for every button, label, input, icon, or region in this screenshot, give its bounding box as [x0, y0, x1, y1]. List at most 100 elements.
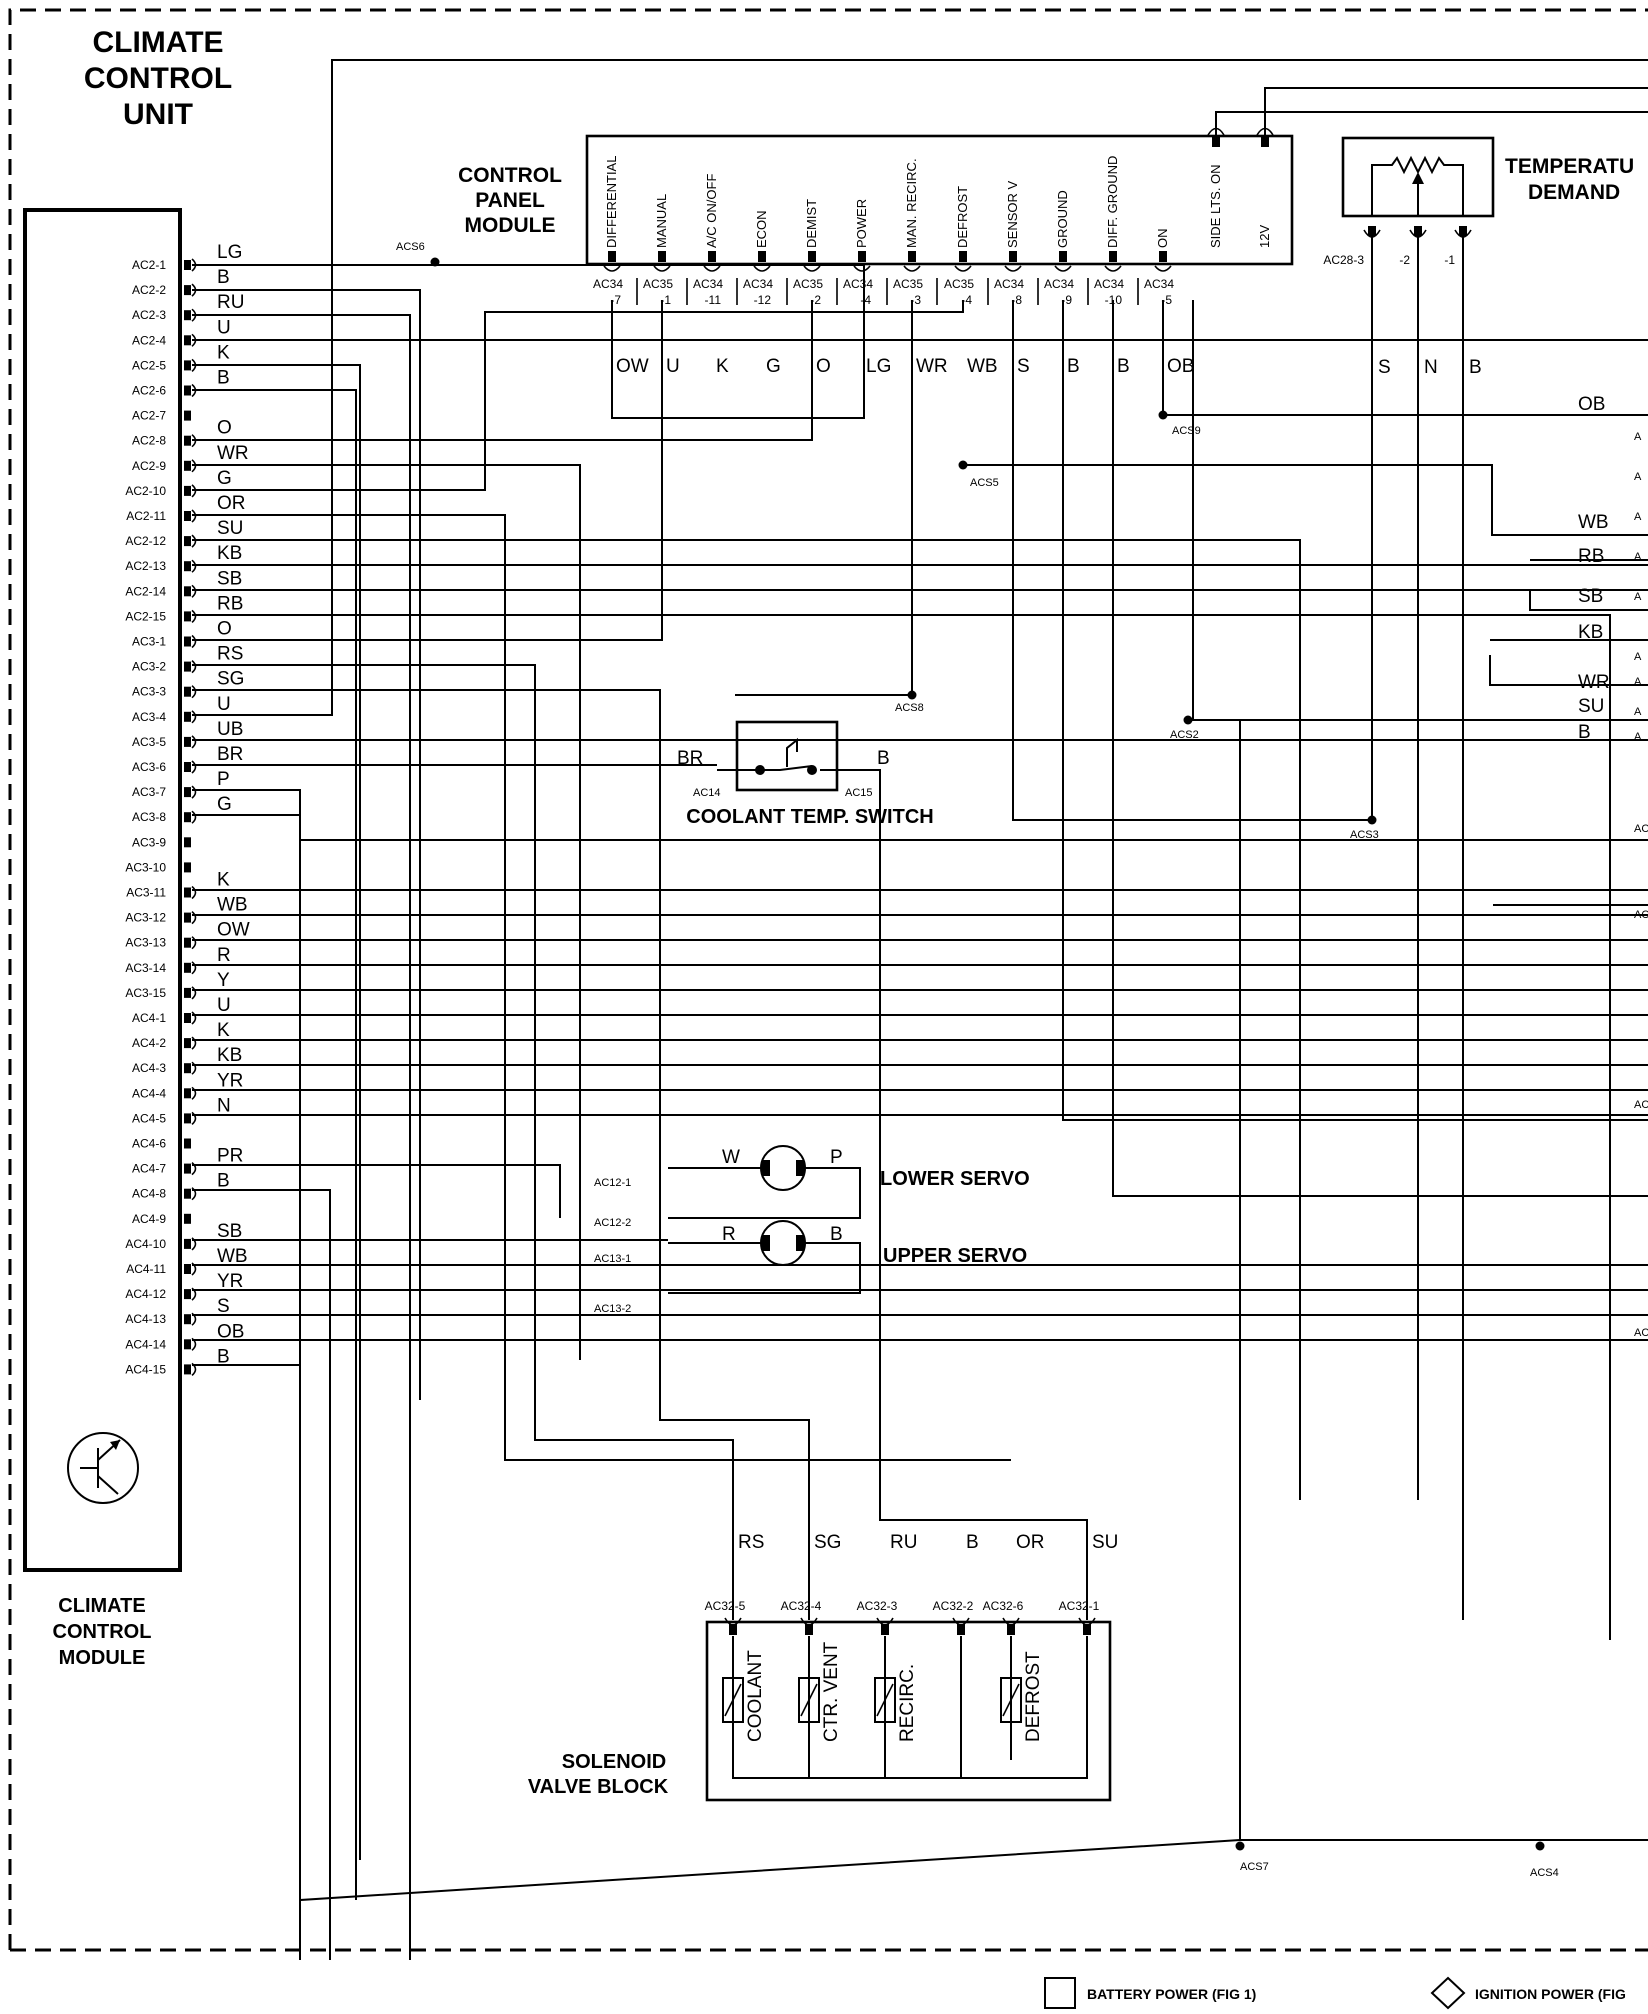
module-wire-label: WR — [217, 443, 249, 464]
module-pin-terminal — [184, 837, 191, 848]
coolant-temp-switch — [717, 720, 855, 792]
module-wire-label: OW — [217, 920, 250, 941]
module-pin-terminal — [184, 586, 191, 597]
module-pin-terminal — [184, 485, 191, 496]
right-edge-mark: A — [1634, 676, 1642, 688]
solenoid-pin-label: AC32-4 — [781, 1599, 822, 1613]
module-wire-label: KB — [217, 1045, 242, 1066]
module-pin-label: AC3-4 — [132, 710, 166, 724]
module-pin-label: AC3-9 — [132, 835, 166, 849]
module-wire-label: B — [217, 368, 230, 389]
temp-wire-label: N — [1424, 357, 1438, 378]
module-pin-terminal — [184, 962, 191, 973]
panel-connector-label: AC34 — [1094, 277, 1124, 291]
solenoid-terminal — [957, 1624, 965, 1635]
right-edge-mark: AC — [1634, 1099, 1648, 1111]
module-pin-terminal — [184, 912, 191, 923]
module-pin-terminal — [184, 360, 191, 371]
module-wire-label: RU — [217, 292, 244, 313]
right-edge-mark: A — [1634, 511, 1642, 523]
title-line: MODULE — [465, 214, 556, 237]
temp-pin-label: -1 — [1444, 253, 1455, 267]
solenoid-terminal — [1083, 1624, 1091, 1635]
module-pin-label: AC3-10 — [125, 860, 166, 874]
right-wire-label: RB — [1578, 546, 1604, 567]
solenoid-pin-label: AC32-5 — [705, 1599, 746, 1613]
solenoid-wire-label: RU — [890, 1532, 917, 1553]
panel-function-label: SENSOR V — [1005, 180, 1020, 248]
panel-socket — [653, 265, 671, 272]
panel-connector-label: AC35 — [793, 277, 823, 291]
solenoid-valve-label: CTR. VENT — [821, 1641, 842, 1742]
module-pin-terminal — [184, 611, 191, 622]
right-edge-mark: A — [1634, 471, 1642, 483]
module-pin-terminal — [184, 762, 191, 772]
solenoid-valve-label: DEFROST — [1023, 1651, 1044, 1742]
panel-terminal — [858, 251, 866, 262]
lower-servo-wire-a: W — [722, 1147, 740, 1168]
module-pin-label: AC2-2 — [132, 283, 166, 297]
panel-wire-label: OW — [616, 356, 649, 377]
module-pin-socket — [191, 710, 197, 724]
upper-servo-motor — [760, 1220, 806, 1266]
module-pin-label: AC3-7 — [132, 785, 166, 799]
temp-wire-label: B — [1469, 357, 1482, 378]
panel-function-label: ON — [1155, 229, 1170, 249]
panel-terminal — [808, 251, 816, 262]
title-line: PANEL — [475, 189, 545, 212]
module-pin-socket — [191, 559, 197, 573]
module-pin-label: AC4-15 — [125, 1362, 166, 1376]
module-pin-label: AC2-11 — [126, 509, 166, 523]
splice-node — [1183, 715, 1193, 725]
wire-path — [1012, 236, 1373, 821]
module-pin-terminal — [184, 862, 191, 873]
panel-socket — [1004, 265, 1022, 272]
right-wire-label: OB — [1578, 394, 1605, 415]
module-wire-label: U — [217, 694, 231, 715]
module-wire-label: KB — [217, 543, 242, 564]
module-wire-label: YR — [217, 1070, 243, 1091]
module-wire-label: Y — [217, 970, 230, 991]
splice-label: ACS2 — [1170, 729, 1199, 741]
right-edge-mark: A — [1634, 651, 1642, 663]
module-pin-terminal — [184, 661, 191, 672]
module-pin-socket — [191, 534, 197, 548]
module-wire-label: YR — [217, 1271, 243, 1292]
ignition-power-legend: IGNITION POWER (FIG — [1475, 1986, 1626, 2002]
panel-terminal — [1059, 251, 1067, 262]
splice-node — [1158, 410, 1168, 420]
panel-pin-number: -4 — [860, 293, 871, 307]
module-pin-label: AC3-14 — [125, 961, 166, 975]
climate-control-module-box — [23, 208, 182, 1572]
module-pin-terminal — [184, 686, 191, 697]
climate-control-module-title: CLIMATE CONTROL MODULE — [53, 1595, 152, 1669]
module-pin-terminal — [184, 410, 191, 421]
module-pin-terminal — [184, 937, 191, 948]
lower-servo-title: LOWER SERVO — [880, 1168, 1030, 1190]
title-line: CONTROL — [458, 164, 562, 187]
module-pin-terminal — [184, 636, 191, 647]
wire-path — [192, 1164, 561, 1218]
unit-boundary — [8, 8, 1648, 1950]
panel-connector-label: AC34 — [1044, 277, 1074, 291]
panel-pin-number: -3 — [910, 293, 921, 307]
module-pin-terminal — [184, 335, 191, 346]
module-pin-label: AC2-8 — [132, 434, 166, 448]
module-pin-label: AC2-13 — [125, 559, 166, 573]
panel-connector-label: AC35 — [944, 277, 974, 291]
right-edge-mark: A — [1634, 731, 1642, 743]
wire-path — [192, 514, 1011, 1461]
module-pin-label: AC3-13 — [125, 936, 166, 950]
module-pin-label: AC4-7 — [132, 1162, 166, 1176]
panel-terminal — [608, 251, 616, 262]
module-pin-terminal — [184, 1013, 191, 1023]
right-wire-label: WB — [1578, 512, 1609, 533]
module-wire-label: PR — [217, 1146, 243, 1167]
module-pin-label: AC3-5 — [132, 735, 166, 749]
module-pin-label: AC2-3 — [132, 308, 166, 322]
right-wire-label: KB — [1578, 622, 1603, 643]
wire-path — [192, 614, 1611, 1640]
